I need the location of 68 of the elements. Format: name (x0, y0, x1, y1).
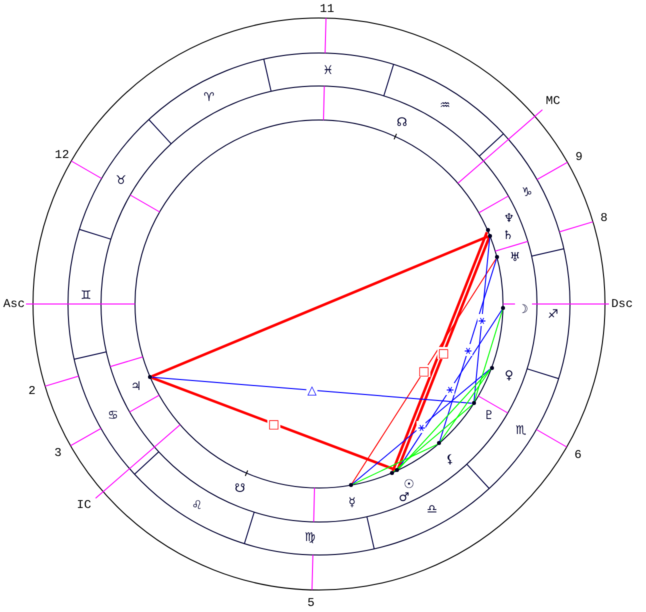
aspect-line (393, 404, 473, 472)
zodiac-glyph: ♋ (108, 409, 118, 421)
aspect-label: □ (417, 365, 431, 378)
planet-glyph: ♅ (510, 251, 520, 263)
aspect-label: ⚹ (416, 420, 426, 433)
planet-position-dot (148, 375, 152, 380)
aspect-line (352, 258, 496, 484)
chart-label: 2 (28, 385, 36, 397)
aspect-label: △ (306, 384, 318, 396)
chart-label: 12 (54, 149, 70, 161)
planet-glyph: ☿ (348, 496, 356, 508)
aspect-line (398, 368, 491, 470)
aspect-label: ⚹ (477, 314, 486, 326)
chart-label: 11 (320, 3, 334, 15)
zodiac-glyph: ♍ (304, 531, 316, 543)
planet-glyph: ☽ (518, 303, 528, 315)
planet-glyph: ☉ (404, 478, 414, 490)
chart-label: 8 (600, 212, 608, 224)
zodiac-glyph: ♐ (548, 308, 558, 320)
aspect-label: ⚹ (446, 383, 455, 396)
planet-glyph: ⚸ (446, 453, 454, 465)
chart-label: Dsc (611, 298, 633, 310)
chart-label: 5 (307, 597, 315, 609)
aspect-label: □ (267, 418, 280, 430)
lunar-node-glyph: ☊ (396, 116, 408, 128)
aspect-line (440, 369, 491, 442)
chart-label: 6 (574, 449, 582, 461)
zodiac-glyph: ♈ (204, 91, 214, 103)
aspect-line (152, 376, 472, 404)
zodiac-glyph: ♎ (426, 503, 438, 515)
zodiac-glyph: ♒ (440, 99, 450, 111)
aspect-line (474, 237, 490, 402)
aspect-line (474, 310, 503, 402)
planet-position-dot (472, 401, 476, 406)
planet-glyph: ♄ (502, 229, 514, 241)
planet-position-dot (348, 483, 353, 488)
chart-label: 9 (575, 151, 583, 163)
planet-position-dot (500, 306, 505, 310)
aspect-line (152, 376, 396, 472)
planet-position-dot (494, 255, 499, 260)
aspect-label: □ (436, 347, 450, 360)
chart-label: IC (76, 499, 92, 511)
zodiac-glyph: ♓ (322, 64, 334, 76)
planet-position-dot (488, 234, 492, 238)
zodiac-glyph: ♑ (522, 186, 532, 198)
zodiac-glyph: ♊ (80, 289, 92, 301)
aspect-line (439, 258, 497, 442)
planet-glyph: ♂ (398, 491, 410, 503)
planet-glyph: ♀ (504, 369, 514, 381)
chart-label: MC (546, 95, 560, 107)
zodiac-glyph: ♏ (516, 424, 526, 436)
aspect-line (352, 368, 490, 484)
planet-glyph: ♇ (484, 409, 494, 421)
zodiac-glyph: ♉ (116, 174, 126, 186)
lunar-node-glyph: ☋ (234, 482, 246, 494)
chart-label: 3 (54, 447, 62, 459)
zodiac-glyph: ♌ (192, 499, 202, 511)
planet-position-dot (390, 470, 394, 475)
aspect-line (152, 235, 488, 378)
chart-label: Asc (3, 298, 25, 310)
planet-glyph: ♆ (504, 212, 514, 224)
aspect-line (352, 444, 438, 485)
planet-position-dot (395, 468, 400, 472)
planet-position-dot (490, 366, 494, 370)
planet-position-dot (486, 228, 490, 232)
planet-position-dot (436, 441, 441, 446)
planet-glyph: ♃ (130, 380, 142, 392)
aspect-label: ⚹ (463, 344, 472, 356)
